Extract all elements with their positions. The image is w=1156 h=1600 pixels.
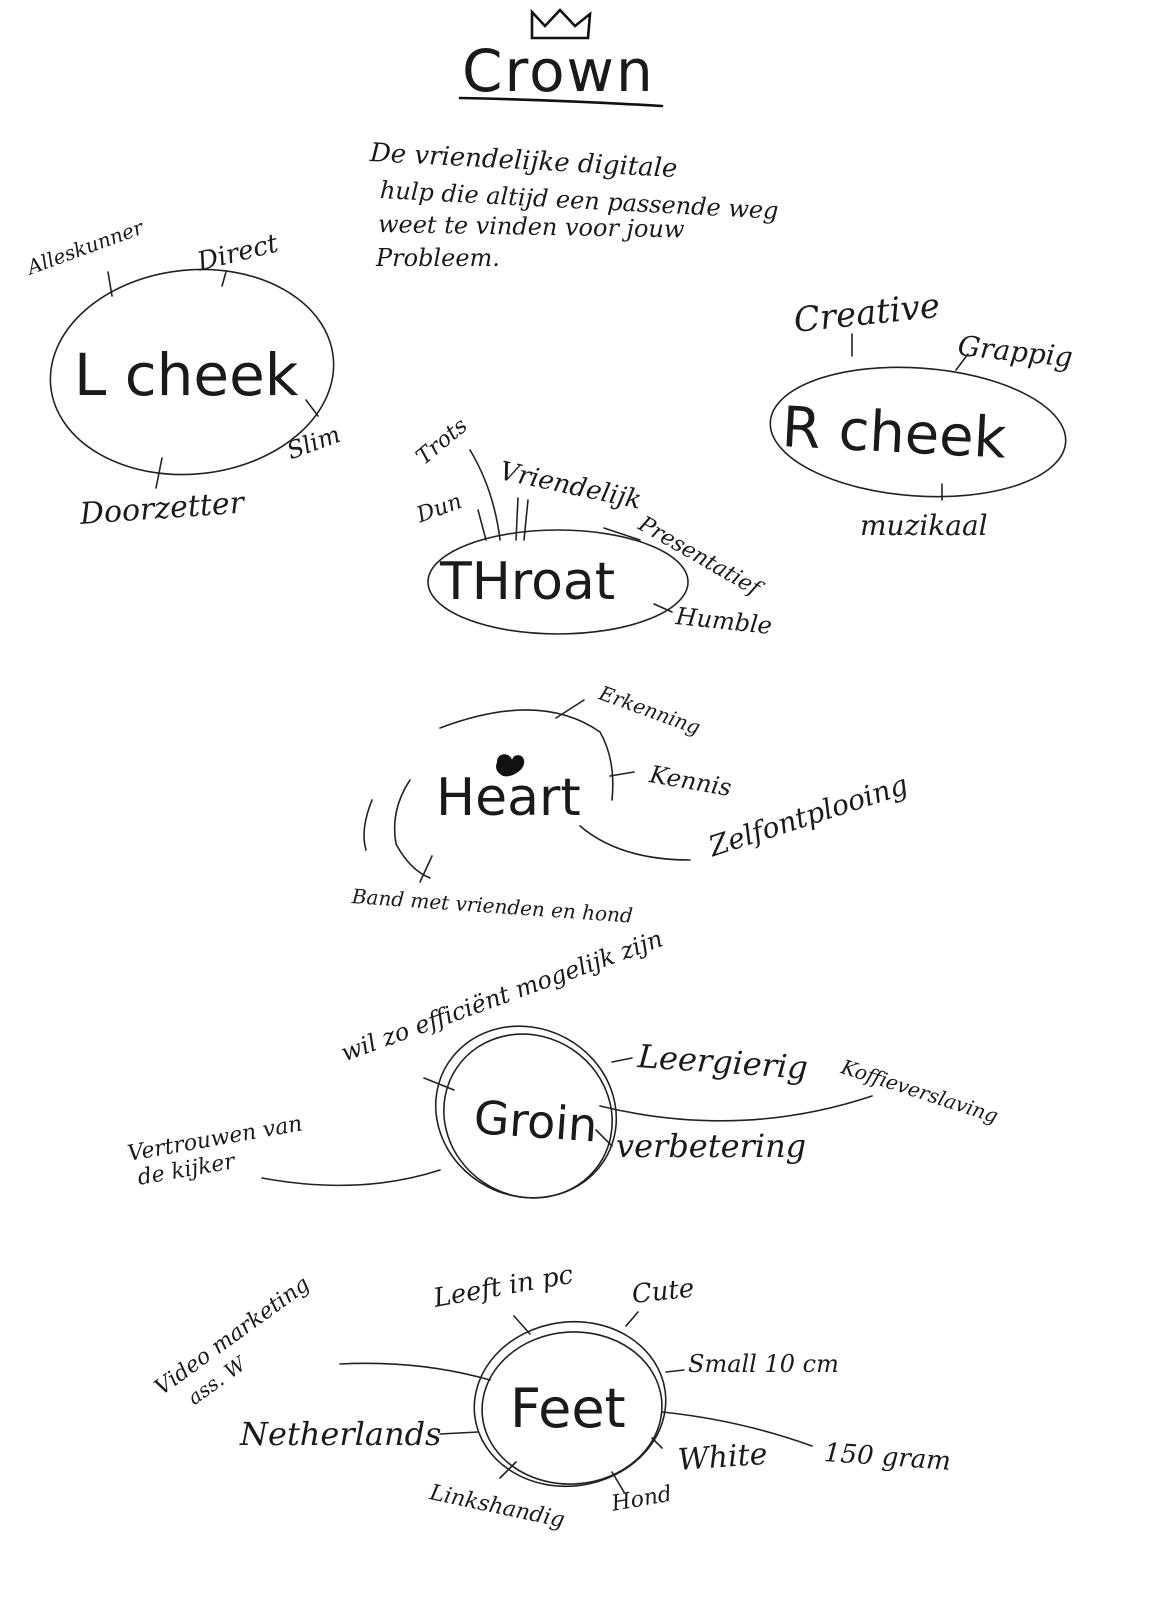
lcheek-center: L cheek [74,341,299,409]
feet-trait: Netherlands [240,1415,442,1453]
crown-icon [530,8,592,40]
description-line-3: weet te vinden voor jouw [377,210,685,244]
heart-center: Heart [436,768,581,828]
groin-center: Groin [472,1090,600,1153]
feet-trait: Small 10 cm [688,1350,839,1378]
rcheek-center: R cheek [780,395,1008,472]
rcheek-ellipse [769,366,1067,498]
feet-trait: Cute [630,1273,696,1310]
heart-icon [496,754,525,777]
groin-ellipse [434,1025,618,1199]
lcheek-ellipse [49,268,335,476]
rcheek-trait: muzikaal [860,509,988,542]
feet-trait: White [676,1436,769,1478]
page-title: Crown [462,37,655,105]
throat-center: THroat [440,552,616,612]
title-underline [458,96,664,108]
throat-ellipse [427,529,689,635]
description-line-4: Probleem. [376,244,500,272]
feet-ellipse [473,1320,667,1488]
feet-center: Feet [510,1377,626,1440]
groin-trait: verbetering [616,1127,807,1165]
